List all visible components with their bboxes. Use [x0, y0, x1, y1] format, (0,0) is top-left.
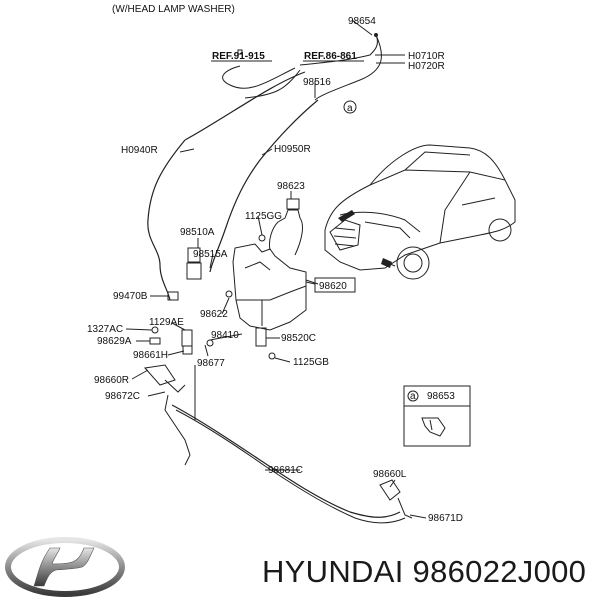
label-98672c: 98672C	[105, 391, 140, 402]
label-circle-a: a	[347, 103, 353, 114]
label-98515a: 98515A	[193, 249, 228, 260]
label-98681c: 98681C	[268, 465, 303, 476]
label-98516: 98516	[303, 77, 331, 88]
header-note: (W/HEAD LAMP WASHER)	[112, 4, 235, 15]
label-98629a: 98629A	[97, 336, 132, 347]
label-h0950r: H0950R	[274, 144, 311, 155]
label-98510a: 98510A	[180, 227, 215, 238]
label-1327ac: 1327AC	[87, 324, 123, 335]
label-99470b: 99470B	[113, 291, 148, 302]
label-98622: 98622	[200, 309, 228, 320]
label-98660l: 98660L	[373, 469, 407, 480]
label-98677: 98677	[197, 358, 225, 369]
part-number-caption: HYUNDAI 986022J000	[262, 554, 587, 589]
label-98653: 98653	[427, 391, 455, 402]
label-1125gb: 1125GB	[293, 357, 329, 368]
label-98410: 98410	[211, 330, 239, 341]
label-98654: 98654	[348, 16, 376, 27]
label-h0720r: H0720R	[408, 61, 445, 72]
label-h0710r: H0710R	[408, 51, 445, 62]
label-98660r: 98660R	[94, 375, 129, 386]
label-98520c: 98520C	[281, 333, 316, 344]
label-1125gg: 1125GG	[245, 211, 282, 222]
label-98620: 98620	[319, 281, 347, 292]
label-1129ae: 1129AE	[149, 317, 184, 328]
label-ref-91-915: REF.91-915	[212, 51, 265, 62]
label-98671d: 98671D	[428, 513, 463, 524]
label-inset-a: a	[410, 391, 416, 402]
hyundai-logo-icon	[5, 537, 125, 597]
label-h0940r: H0940R	[121, 145, 158, 156]
label-98623: 98623	[277, 181, 305, 192]
label-ref-86-861: REF.86-861	[304, 51, 357, 62]
label-98661h: 98661H	[133, 350, 168, 361]
